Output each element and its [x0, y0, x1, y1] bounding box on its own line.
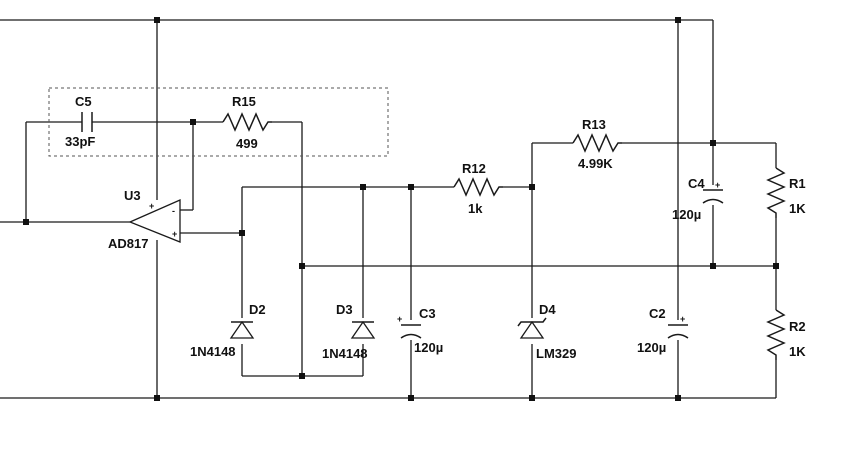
- c3-polarity: +: [397, 314, 402, 324]
- u3-vplus-pin: +: [149, 201, 154, 211]
- capacitor-c3: + C3 120µ: [397, 306, 443, 355]
- c3-ref: C3: [419, 306, 436, 321]
- r15-ref: R15: [232, 94, 256, 109]
- c4-value: 120µ: [672, 207, 701, 222]
- c5-value: 33pF: [65, 134, 95, 149]
- u3-minus-pin: -: [172, 206, 175, 216]
- c2-polarity: +: [680, 314, 685, 324]
- r13-ref: R13: [582, 117, 606, 132]
- d2-value: 1N4148: [190, 344, 236, 359]
- c5-ref: C5: [75, 94, 92, 109]
- junction-dots: [23, 17, 779, 401]
- c4-ref: C4: [688, 176, 705, 191]
- capacitor-c2: + C2 120µ: [637, 306, 689, 355]
- r2-ref: R2: [789, 319, 806, 334]
- d4-ref: D4: [539, 302, 556, 317]
- resistor-r13: R13 4.99K: [572, 117, 622, 171]
- u3-ref: U3: [124, 188, 141, 203]
- resistor-r12: R12 1k: [453, 161, 503, 216]
- wires: [0, 19, 777, 399]
- d3-value: 1N4148: [322, 346, 368, 361]
- u3-plus-pin: +: [172, 229, 177, 239]
- r1-value: 1K: [789, 201, 806, 216]
- capacitor-c5: C5 33pF: [65, 94, 95, 149]
- r2-value: 1K: [789, 344, 806, 359]
- capacitor-c4: + C4 120µ: [672, 176, 724, 222]
- c4-polarity: +: [715, 180, 720, 190]
- r1-ref: R1: [789, 176, 806, 191]
- zener-diode-d4: D4 LM329: [517, 302, 576, 361]
- d4-value: LM329: [536, 346, 576, 361]
- feedback-network-box: [48, 87, 389, 157]
- d2-ref: D2: [249, 302, 266, 317]
- diode-d2: D2 1N4148: [190, 302, 266, 359]
- resistor-r1: R1 1K: [766, 167, 806, 218]
- c2-ref: C2: [649, 306, 666, 321]
- resistor-r15: R15 499: [222, 94, 272, 151]
- u3-value: AD817: [108, 236, 148, 251]
- r15-value: 499: [236, 136, 258, 151]
- c2-value: 120µ: [637, 340, 666, 355]
- r13-value: 4.99K: [578, 156, 613, 171]
- diode-d3: D3 1N4148: [322, 302, 376, 361]
- d3-ref: D3: [336, 302, 353, 317]
- r12-value: 1k: [468, 201, 483, 216]
- c3-value: 120µ: [414, 340, 443, 355]
- resistor-r2: R2 1K: [766, 309, 806, 360]
- opamp-u3: + - + U3 AD817: [108, 188, 181, 251]
- r12-ref: R12: [462, 161, 486, 176]
